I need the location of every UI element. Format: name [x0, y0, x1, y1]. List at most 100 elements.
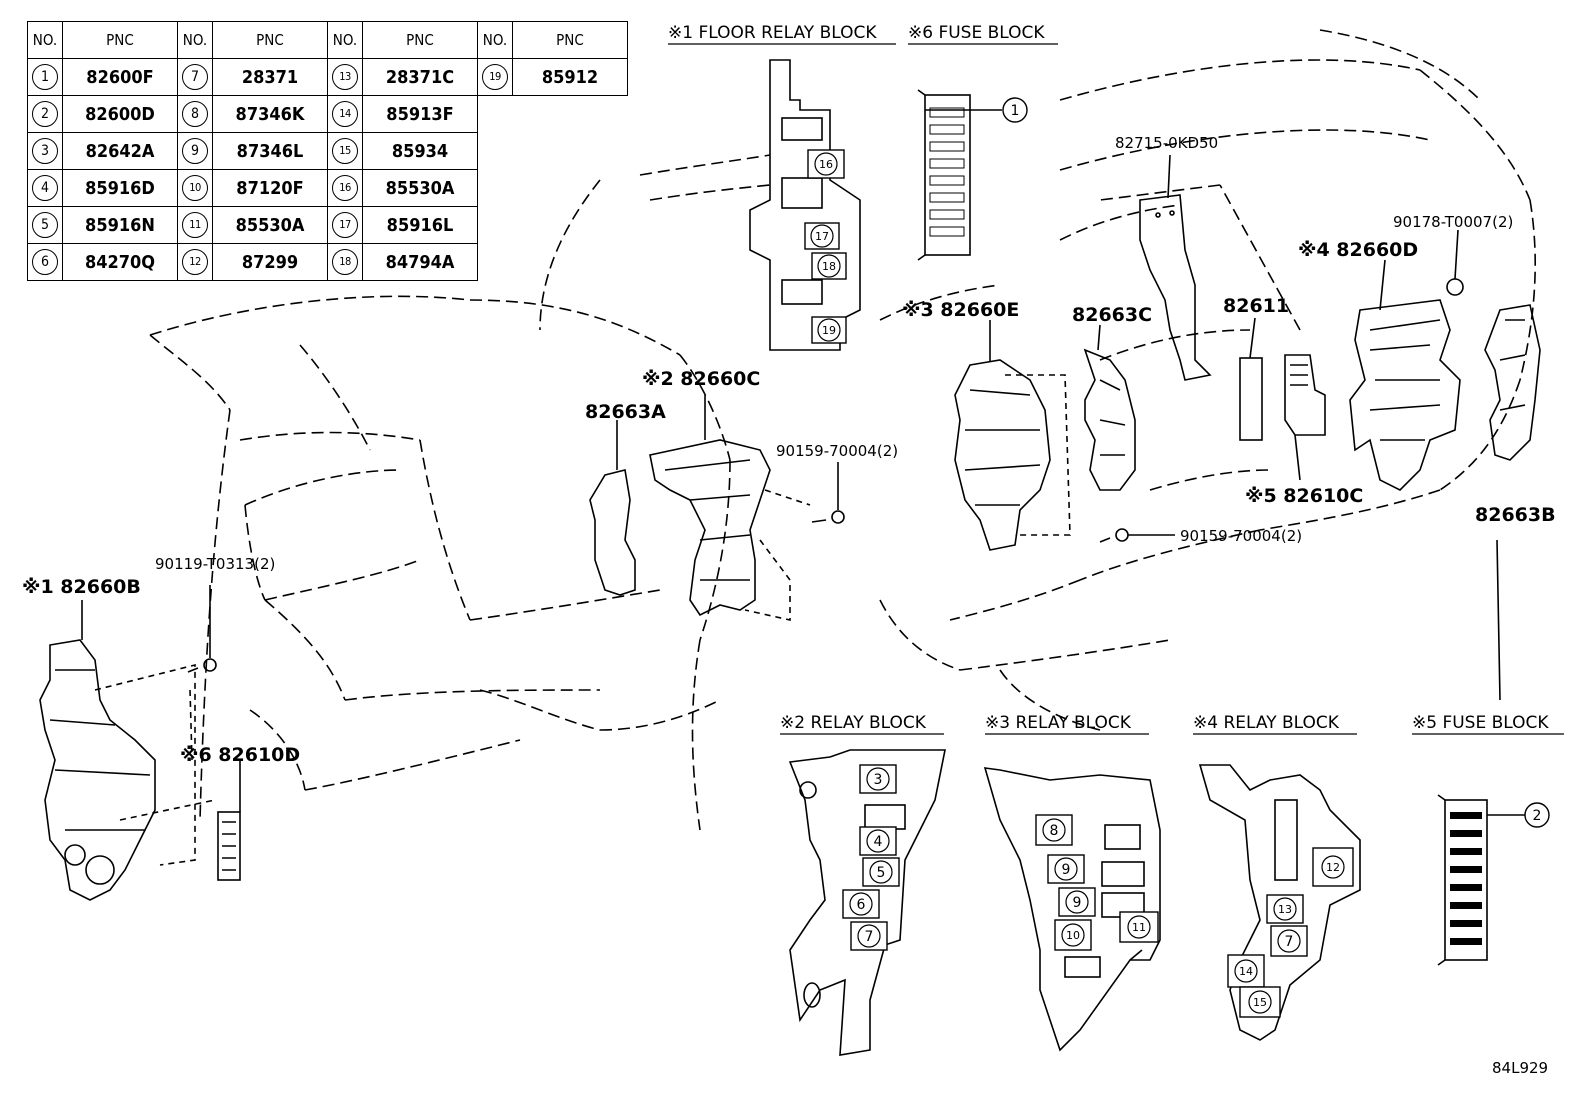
marker-12: 12 — [1312, 847, 1354, 887]
header-no: NO. — [477, 21, 513, 59]
marker-2: 2 — [1524, 802, 1550, 828]
row-pnc: 82600F — [62, 58, 178, 96]
marker-15: 15 — [1239, 986, 1281, 1018]
marker-14: 14 — [1227, 954, 1265, 988]
fuse-block-5 — [1437, 794, 1525, 966]
screw-90159-a — [811, 462, 845, 524]
bracket-82663C — [1083, 324, 1136, 491]
relay-block-82660B — [39, 600, 156, 901]
row-pnc: 87120F — [212, 169, 328, 207]
part-82610C — [1284, 354, 1326, 481]
row-pnc: 85916L — [362, 206, 478, 244]
title-relay-block-2: ※2 RELAY BLOCK — [780, 713, 927, 733]
svg-text:13: 13 — [1278, 903, 1292, 916]
parts-table: NO. PNC NO. PNC NO. PNC NO. PNC 1 82600F… — [27, 21, 628, 281]
row-pnc: 82600D — [62, 95, 178, 133]
callout-82610C: ※5 82610C — [1245, 485, 1363, 507]
title-fuse-block-5: ※5 FUSE BLOCK — [1412, 713, 1549, 733]
title-fuse-block-6: ※6 FUSE BLOCK — [908, 23, 1045, 43]
svg-text:3: 3 — [874, 772, 883, 788]
svg-text:11: 11 — [1132, 921, 1146, 934]
callout-82611: 82611 — [1223, 295, 1289, 317]
header-pnc: PNC — [512, 21, 628, 59]
reference-markers: 1 2 16 17 18 19 — [804, 97, 1550, 1018]
row-pnc: 87346K — [212, 95, 328, 133]
row-pnc: 82642A — [62, 132, 178, 170]
svg-text:4: 4 — [874, 834, 883, 850]
screw-90159-b — [1099, 528, 1175, 543]
row-pnc: 87299 — [212, 243, 328, 281]
svg-text:10: 10 — [1066, 929, 1080, 942]
fuse-block-6-slots — [929, 107, 965, 237]
svg-text:2: 2 — [1533, 808, 1542, 824]
marker-13: 13 — [1266, 894, 1304, 924]
callout-82660C: ※2 82660C — [642, 368, 760, 390]
marker-8: 8 — [1035, 814, 1073, 846]
row-pnc: 85530A — [362, 169, 478, 207]
svg-text:7: 7 — [865, 929, 874, 945]
row-pnc: 85916N — [62, 206, 178, 244]
svg-text:17: 17 — [815, 230, 829, 243]
title-relay-block-3: ※3 RELAY BLOCK — [985, 713, 1132, 733]
bracket-82715 — [1139, 154, 1212, 381]
row-number: 12 — [177, 243, 213, 281]
relay-block-82660E — [954, 320, 1051, 551]
screw-90178 — [1446, 229, 1464, 296]
bracket-82663B — [1484, 304, 1541, 701]
fuse-block-6 — [917, 89, 1002, 261]
part-callouts: 82715-0KD50 90178-T0007(2) ※4 82660D ※3 … — [22, 134, 1556, 1077]
callout-82663B: 82663B — [1475, 504, 1556, 526]
marker-5: 5 — [862, 857, 900, 887]
row-pnc: 84794A — [362, 243, 478, 281]
table-row: 3 82642A 9 87346L 15 85934 — [27, 132, 628, 170]
svg-text:18: 18 — [822, 260, 836, 273]
marker-10: 10 — [1054, 919, 1092, 951]
header-no: NO. — [27, 21, 63, 59]
callout-82660E: ※3 82660E — [902, 299, 1019, 321]
row-number: 17 — [327, 206, 363, 244]
marker-4: 4 — [859, 826, 897, 856]
block-titles: ※1 FLOOR RELAY BLOCK ※6 FUSE BLOCK ※2 RE… — [668, 23, 1564, 735]
row-pnc: 85912 — [512, 58, 628, 96]
table-header-row: NO. PNC NO. PNC NO. PNC NO. PNC — [27, 21, 628, 59]
svg-text:14: 14 — [1239, 965, 1253, 978]
connector-lines-82660C — [744, 489, 811, 621]
screw-90119 — [187, 585, 217, 673]
callout-82660B: ※1 82660B — [22, 576, 141, 598]
svg-text:8: 8 — [1050, 823, 1059, 839]
svg-text:12: 12 — [1326, 861, 1340, 874]
row-number: 1 — [27, 58, 63, 96]
row-pnc: 85913F — [362, 95, 478, 133]
row-number: 5 — [27, 206, 63, 244]
marker-16: 16 — [807, 149, 845, 179]
part-82610D — [217, 760, 241, 881]
marker-6: 6 — [842, 889, 880, 919]
row-pnc: 28371 — [212, 58, 328, 96]
callout-82663A: 82663A — [585, 401, 666, 423]
svg-text:1: 1 — [1011, 103, 1020, 119]
callout-90159-70004-a: 90159-70004(2) — [776, 442, 898, 460]
marker-9: 9 — [1047, 854, 1085, 884]
floor-relay-block — [749, 59, 861, 351]
title-floor-relay-block: ※1 FLOOR RELAY BLOCK — [668, 23, 877, 43]
relay-block-4-detail — [1198, 764, 1361, 1041]
bracket-82663A — [589, 420, 636, 596]
relay-block-82660D — [1349, 259, 1461, 491]
marker-17: 17 — [804, 222, 840, 250]
table-row: 4 85916D 10 87120F 16 85530A — [27, 169, 628, 207]
marker-18: 18 — [811, 252, 847, 280]
connector-lines-82660E — [1005, 374, 1071, 536]
row-number: 2 — [27, 95, 63, 133]
svg-text:7: 7 — [1285, 934, 1294, 950]
svg-text:19: 19 — [822, 324, 836, 337]
dashboard-outline — [149, 29, 1537, 831]
table-row: 5 85916N 11 85530A 17 85916L — [27, 206, 628, 244]
callout-90178-T0007: 90178-T0007(2) — [1393, 213, 1513, 231]
marker-7: 7 — [1270, 925, 1308, 957]
row-pnc: 85530A — [212, 206, 328, 244]
table-row: 1 82600F 7 28371 13 28371C 19 85912 — [27, 58, 628, 96]
marker-9: 9 — [1058, 887, 1096, 917]
table-row: 2 82600D 8 87346K 14 85913F — [27, 95, 628, 133]
marker-19: 19 — [811, 316, 847, 344]
